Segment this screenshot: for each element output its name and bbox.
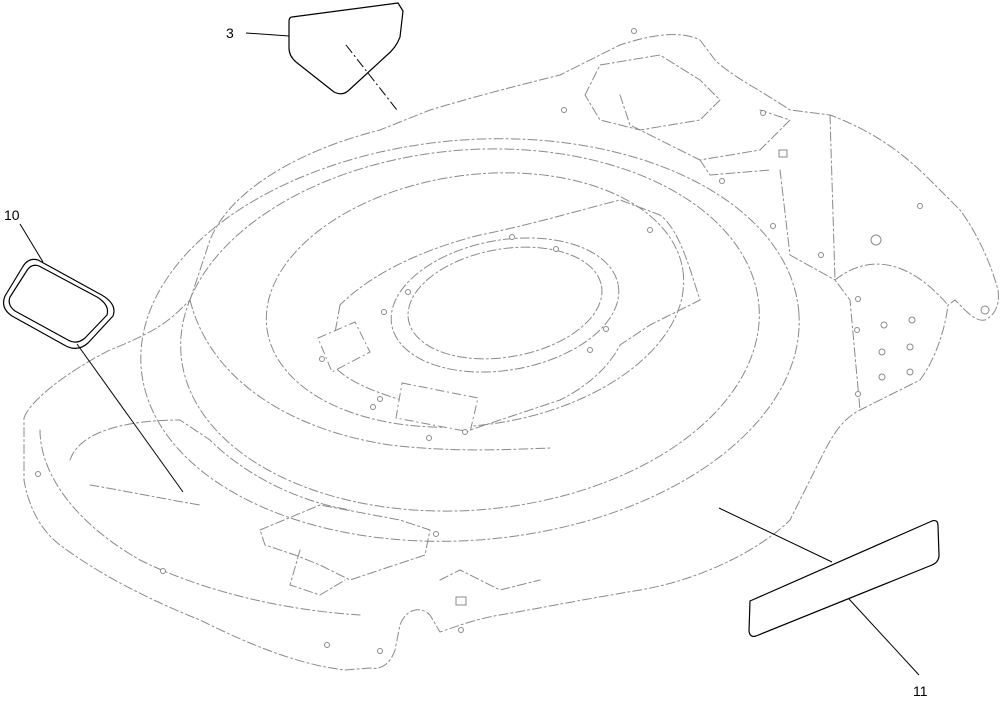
leader-3-callout [245,32,290,37]
mower-deck-housing [23,28,999,671]
leader-11-to-deck [718,507,833,563]
callout-10: 10 [4,207,20,223]
leader-10-callout [19,223,44,263]
leader-11-callout [848,598,920,676]
callout-3: 3 [226,25,234,41]
callout-11: 11 [913,683,928,699]
part-10-decal [2,258,115,349]
part-3-decal [288,2,404,95]
leader-3-to-deck [345,44,398,111]
leader-10-to-deck [76,343,184,493]
part-11-decal-strip [748,519,940,638]
